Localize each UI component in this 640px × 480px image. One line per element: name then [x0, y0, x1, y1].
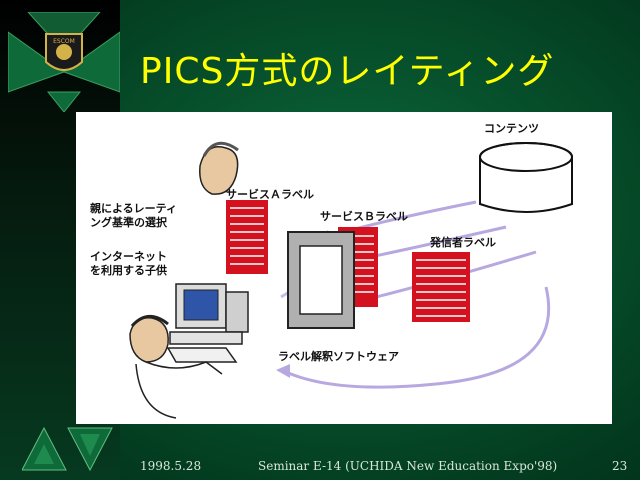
- service-a-label-card: [226, 200, 268, 274]
- sender-label-card: [412, 252, 470, 322]
- filter-frame-icon: [287, 231, 355, 329]
- child-figure-icon: [129, 315, 223, 419]
- emblem-logo: ESCOM: [8, 12, 120, 112]
- label-software: ラベル解釈ソフトウェア: [278, 350, 399, 363]
- emblem-text: ESCOM: [53, 38, 75, 45]
- bottom-left-decoration: [22, 426, 113, 472]
- parent-figure-icon: [199, 141, 239, 195]
- pics-diagram: [129, 141, 573, 419]
- label-child-user: インターネット を利用する子供: [90, 250, 167, 277]
- label-contents: コンテンツ: [484, 122, 539, 135]
- label-service-a: サービスＡラベル: [226, 188, 314, 201]
- label-sender: 発信者ラベル: [430, 236, 496, 249]
- slide-title: PICS方式のレイティング: [140, 51, 555, 92]
- label-service-b: サービスＢラベル: [320, 210, 408, 223]
- footer-seminar: Seminar E-14 (UCHIDA New Education Expo'…: [258, 459, 558, 473]
- contents-database-icon: [479, 142, 573, 213]
- arrow-head-2: [276, 364, 290, 378]
- footer-date: 1998.5.28: [140, 459, 202, 473]
- footer-page-number: 23: [612, 459, 628, 473]
- computer-icon: [166, 283, 249, 363]
- diagram-panel: コンテンツ 親によるレーティ ング基準の選択 インターネット を利用する子供 サ…: [76, 112, 612, 424]
- label-parent-choice: 親によるレーティ ング基準の選択: [90, 202, 178, 229]
